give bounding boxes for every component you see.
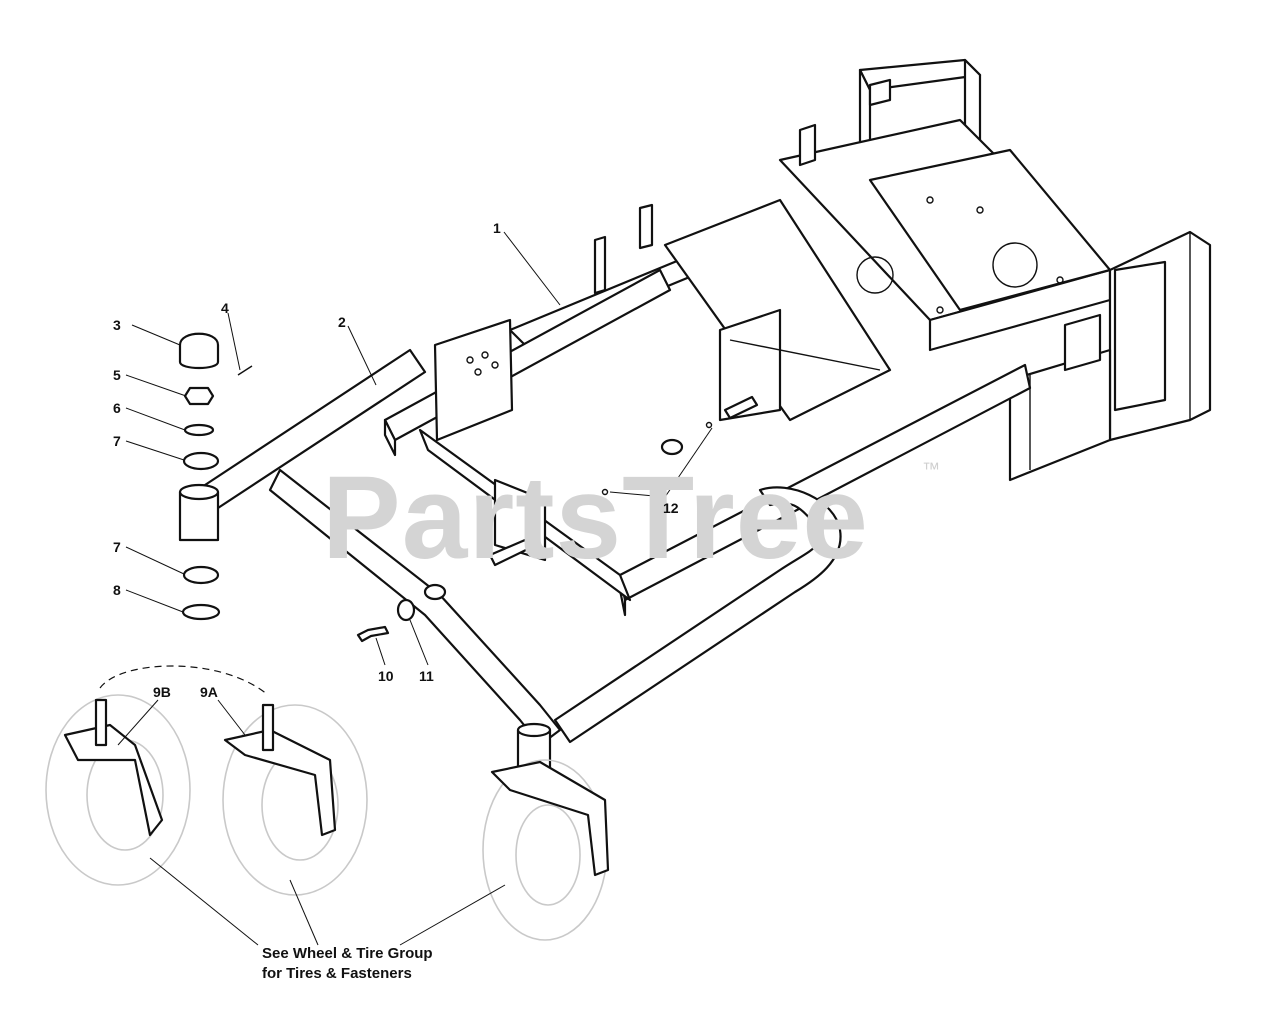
bearing-part-7a [182, 451, 220, 471]
main-frame [383, 58, 1212, 617]
callout-10: 10 [378, 668, 394, 684]
callout-labels: 1 2 3 4 5 6 7 7 8 9B 9A 10 11 12 [113, 220, 679, 700]
pin-part-12a [705, 421, 713, 429]
caster-stem-9b [94, 698, 108, 747]
caster-stem-9a [261, 703, 275, 752]
washer-part-11 [396, 598, 416, 622]
front-axle-tube [178, 348, 842, 792]
bearing-part-7b [182, 565, 220, 585]
leader-lines [117, 231, 713, 946]
callout-5: 5 [113, 367, 121, 383]
cotter-pin-part-4 [237, 365, 253, 376]
wheel-tire-note: See Wheel & Tire Group for Tires & Faste… [262, 945, 433, 982]
seal-part-8 [181, 603, 221, 621]
hardware-stack [178, 332, 253, 621]
callout-9a: 9A [200, 684, 218, 700]
callout-4: 4 [221, 300, 229, 316]
note-line-2: for Tires & Fasteners [262, 965, 412, 982]
washer-part-6 [183, 423, 215, 437]
cap-part-3 [178, 332, 220, 370]
callout-8: 8 [113, 582, 121, 598]
nut-part-5 [183, 386, 215, 406]
watermark-trademark: ™ [922, 459, 940, 479]
watermark-text: PartsTree [322, 452, 869, 584]
callout-12: 12 [663, 500, 679, 516]
caster-fork-right [490, 760, 610, 877]
pin-part-12b [601, 488, 609, 496]
fasteners [356, 395, 759, 643]
caster-wheels [45, 665, 610, 941]
callout-1: 1 [493, 220, 501, 236]
bolt-part-10 [356, 625, 390, 643]
caster-fork-9b [63, 723, 164, 837]
callout-6: 6 [113, 400, 121, 416]
callout-7-upper: 7 [113, 433, 121, 449]
caster-fork-9a [223, 728, 337, 837]
callout-11: 11 [419, 668, 434, 684]
callout-9b: 9B [153, 684, 171, 700]
note-line-1: See Wheel & Tire Group [262, 945, 433, 962]
callout-7-lower: 7 [113, 539, 121, 555]
callout-2: 2 [338, 314, 346, 330]
callout-3: 3 [113, 317, 121, 333]
